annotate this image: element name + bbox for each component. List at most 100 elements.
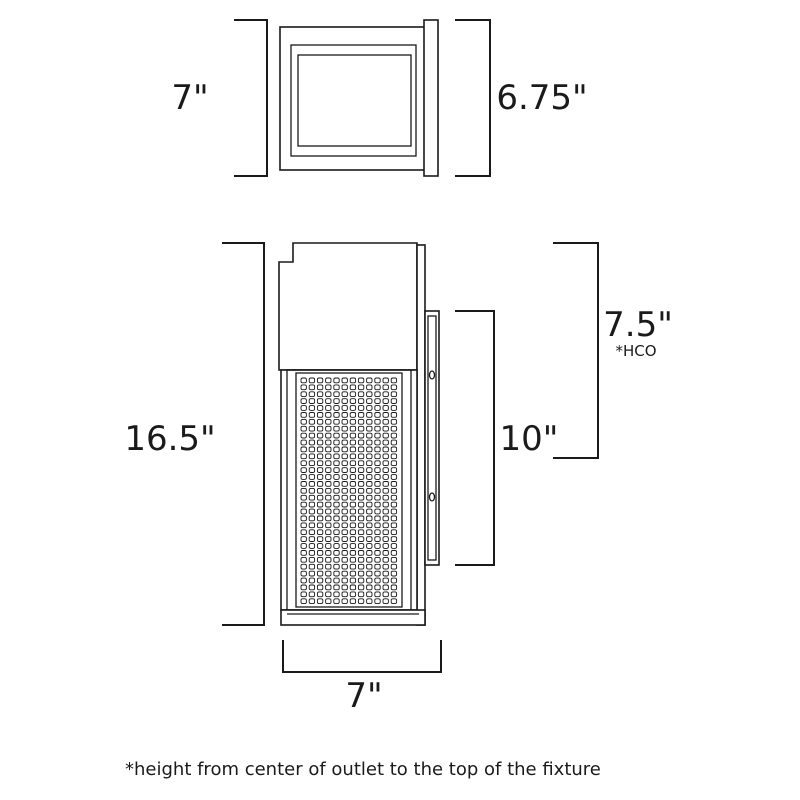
lens-perforation [374,405,381,411]
lens-perforation [374,425,381,432]
lens-perforation [300,439,307,446]
lens-perforation [357,529,365,536]
lens-perforation [341,432,348,439]
lens-perforation [349,577,357,584]
lens-perforation [390,550,398,556]
lens-perforation [316,439,324,446]
top-view-drawing [234,19,491,177]
lens-perforation [341,598,348,605]
lens-perforation [366,481,373,487]
lens-perforation [390,501,398,508]
lens-perforation [341,453,348,460]
lens-perforation [308,439,316,446]
lens-perforation [382,487,389,494]
lens-perforation [390,474,398,480]
lens-perforation [349,418,357,425]
lens-perforation [366,563,373,570]
lens-perforation [341,425,348,432]
lens-perforation [390,577,398,584]
height-label: 16.5" [124,419,215,459]
top-width-label: 7" [171,78,208,118]
lens-perforation [357,460,365,467]
lens-perforation [349,543,357,549]
lens-perforation [349,494,357,501]
lens-perforation [325,377,332,384]
lens-perforation [308,425,316,432]
lens-perforation [308,432,316,439]
lens-perforation [300,570,307,577]
lens-perforation [357,391,365,398]
lens-perforation [325,439,332,446]
lens-perforation [390,515,398,522]
lens-perforation [308,391,316,398]
lens-perforation [333,515,340,522]
lens-perforation [300,481,307,487]
perforated-lens-pattern [300,377,398,605]
lens-perforation [300,556,307,563]
lens-perforation [316,536,324,542]
lens-perforation [374,577,381,584]
base-width-label: 7" [345,676,382,716]
lens-perforation [341,577,348,584]
lens-perforation [308,543,316,549]
lens-perforation [357,474,365,480]
lens-perforation [349,460,357,467]
lens-perforation [325,598,332,605]
lens-perforation [316,467,324,473]
wall-mount-edge [416,244,426,626]
lens-perforation [333,446,340,453]
lens-perforation [341,570,348,577]
lens-perforation [374,453,381,460]
lens-perforation [308,460,316,467]
lens-perforation [390,563,398,570]
lens-perforation [349,584,357,591]
lens-perforation [366,487,373,494]
lens-perforation [300,591,307,598]
lens-perforation [357,494,365,501]
lens-perforation [374,515,381,522]
lens-perforation [390,543,398,549]
lens-perforation [333,584,340,591]
lens-perforation [341,591,348,598]
lens-perforation [300,508,307,515]
lens-perforation [300,391,307,398]
lens-perforation [349,550,357,556]
lens-perforation [349,405,357,411]
lens-perforation [366,536,373,542]
lens-perforation [341,384,348,391]
lens-perforation [390,446,398,453]
lens-perforation [382,439,389,446]
lens-perforation [308,563,316,570]
lens-perforation [300,418,307,425]
lens-perforation [382,481,389,487]
lens-perforation [316,481,324,487]
lens-perforation [316,446,324,453]
lens-perforation [300,494,307,501]
lens-perforation [366,556,373,563]
lens-perforation [366,598,373,605]
lens-perforation [341,522,348,529]
lens-perforation [316,570,324,577]
lens-perforation [316,577,324,584]
lens-perforation [366,522,373,529]
top-view-inner [297,54,412,147]
backplate-inner [427,315,437,561]
lens-perforation [333,591,340,598]
lens-perforation [308,474,316,480]
lens-perforation [333,377,340,384]
lens-perforation [366,377,373,384]
lens-perforation [316,474,324,480]
lens-perforation [341,460,348,467]
lens-perforation [390,529,398,536]
lens-perforation [390,591,398,598]
lens-perforation [366,584,373,591]
lens-perforation [349,536,357,542]
lens-perforation [308,577,316,584]
lens-perforation [341,508,348,515]
lens-perforation [366,508,373,515]
lens-perforation [308,494,316,501]
lens-perforation [333,467,340,473]
lens-perforation [308,501,316,508]
lens-perforation [333,570,340,577]
